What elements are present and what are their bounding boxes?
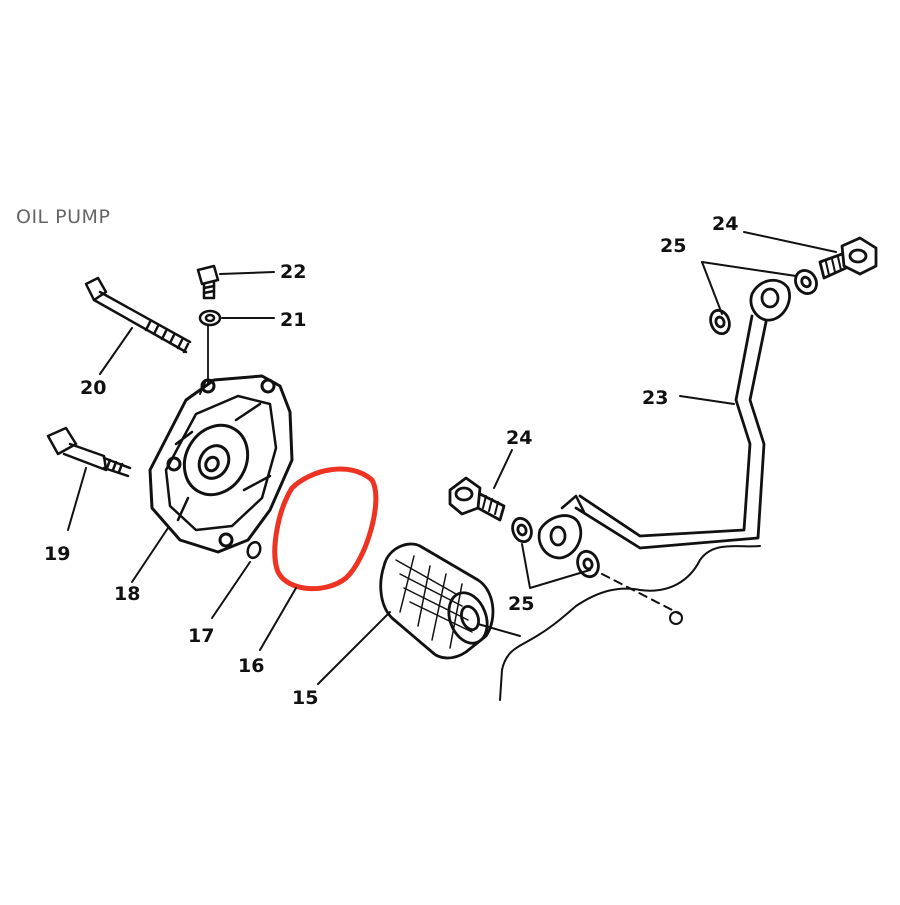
callout-17: 17 — [188, 625, 214, 647]
callout-18: 18 — [114, 583, 140, 605]
part-23-oil-pipe — [537, 279, 791, 560]
part-18-pump-cover — [148, 374, 294, 554]
callout-15: 15 — [292, 687, 318, 709]
part-22-small-bolt — [196, 264, 220, 300]
callout-25-lower: 25 — [508, 593, 534, 615]
diagram-title: OIL PUMP — [16, 206, 111, 228]
part-21-washer — [198, 309, 222, 385]
part-16-gasket-highlighted — [272, 466, 379, 592]
part-25-washers-lower — [511, 516, 600, 579]
callout-20: 20 — [80, 377, 106, 399]
callout-16: 16 — [238, 655, 264, 677]
callout-23: 23 — [642, 387, 668, 409]
callout-19: 19 — [44, 543, 70, 565]
part-20-long-bolt — [84, 276, 192, 354]
callout-22: 22 — [280, 261, 306, 283]
leader-lines — [67, 231, 837, 685]
part-19-short-bolt — [46, 426, 132, 478]
callout-24-upper: 24 — [712, 213, 738, 235]
part-24-banjo-bolt-upper — [818, 236, 878, 280]
part-25-washers-upper — [709, 269, 818, 336]
part-15-oil-filter — [379, 542, 521, 660]
callout-25-upper: 25 — [660, 235, 686, 257]
callout-24-lower: 24 — [506, 427, 532, 449]
engine-case-outline — [499, 545, 761, 701]
callout-21: 21 — [280, 309, 306, 331]
part-24-banjo-bolt-lower — [448, 476, 506, 522]
part-17-o-ring — [246, 540, 262, 560]
